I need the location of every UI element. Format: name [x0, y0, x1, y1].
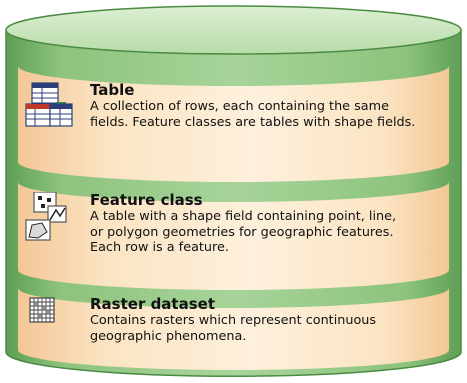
- table-title: Table: [90, 81, 135, 99]
- raster-dataset-title: Raster dataset: [90, 295, 215, 313]
- table-icon: [25, 82, 73, 127]
- raster-icon: [29, 297, 55, 323]
- feature-class-icon: [25, 192, 67, 241]
- feature-class-description: A table with a shape field containing po…: [90, 209, 397, 255]
- raster-dataset-description: Contains rasters which represent continu…: [90, 313, 377, 344]
- feature-class-title: Feature class: [90, 191, 203, 209]
- table-description: A collection of rows, each containing th…: [90, 99, 416, 130]
